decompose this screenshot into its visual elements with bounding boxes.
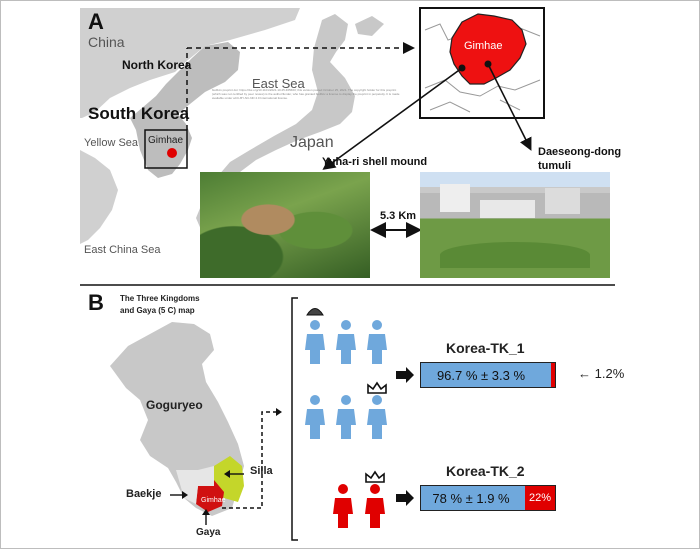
japan-land [212,14,355,200]
korea-tk2-side-segment: 22% [525,486,555,510]
label-yellow-sea: Yellow Sea [84,137,139,149]
gimhae-inset-region [449,13,527,85]
map-title-line-1: The Three Kingdoms [120,294,200,303]
label-daeseong-dong-1: Daeseong-dong [538,146,622,158]
person-icon-blue-mid-3 [367,395,387,439]
label-distance: 5.3 Km [380,210,417,222]
korea-tk2-side-label: 22% [528,492,552,504]
label-gimhae-inset: Gimhae [464,40,503,52]
label-china: China [88,34,125,50]
map-title-line-2: and Gaya (5 C) map [120,306,195,315]
arrow-to-tk2-bar [396,490,414,506]
label-east-china-sea: East China Sea [84,244,161,256]
korea-tk1-callout-value: 1.2% [594,366,625,381]
label-south-korea: South Korea [88,104,190,123]
korea-tk2-bar: 22% 78 % ± 1.9 % [420,485,556,511]
korea-tk1-title: Korea-TK_1 [446,340,525,356]
yuha-ri-photo [200,172,370,278]
callout-arrow-icon: ← [578,366,595,381]
panel-a-letter: A [88,9,104,34]
korea-tk1-callout: ← 1.2% [578,366,624,381]
gaya-region [196,480,224,512]
crown-icon-bottom [365,470,385,483]
arrow-to-tk1-bar [396,367,414,383]
daeseong-dong-photo [420,172,610,278]
label-baekje: Baekje [126,488,162,500]
person-icon-blue-mid-1 [305,395,325,439]
person-icon-red-2 [365,484,385,528]
panel-b-letter: B [88,290,104,315]
person-icon-blue-mid-2 [336,395,356,439]
korea-tk1-bar: 96.7 % ± 3.3 % [420,362,556,388]
korean-peninsula [130,42,240,178]
watermark-line-3: available under aCC-BY-NC-ND 4.0 Interna… [212,96,288,100]
korea-tk2-main-label: 78 % ± 1.9 % [432,491,510,506]
groups-bracket [291,297,298,541]
person-icon-blue-top-2 [336,320,356,364]
watermark-line-1: bioRxiv preprint doi: https://doi.org/10… [212,88,397,92]
label-goguryeo: Goguryeo [146,398,203,412]
label-daeseong-dong-2: tumuli [538,160,571,172]
watermark-line-2: (which was not certified by peer review)… [212,92,400,96]
korea-tk2-title: Korea-TK_2 [446,463,525,479]
label-silla: Silla [250,465,273,477]
korea-tk1-side-segment [551,363,555,387]
shell-icon [306,308,324,316]
label-gimhae-b: Gimhae [201,497,226,504]
label-gimhae: Gimhae [148,135,184,146]
korea-tk1-main-label: 96.7 % ± 3.3 % [436,368,526,383]
person-icon-red-1 [333,484,353,528]
label-north-korea: North Korea [122,58,192,72]
label-yuha-ri: Yuha-ri shell mound [322,156,428,168]
crown-icon-mid [367,381,387,394]
person-icon-blue-top-1 [305,320,325,364]
label-gaya: Gaya [196,527,221,538]
person-icon-blue-top-3 [367,320,387,364]
label-east-sea: East Sea [252,76,305,91]
label-japan: Japan [290,134,334,151]
china-land [80,8,300,118]
